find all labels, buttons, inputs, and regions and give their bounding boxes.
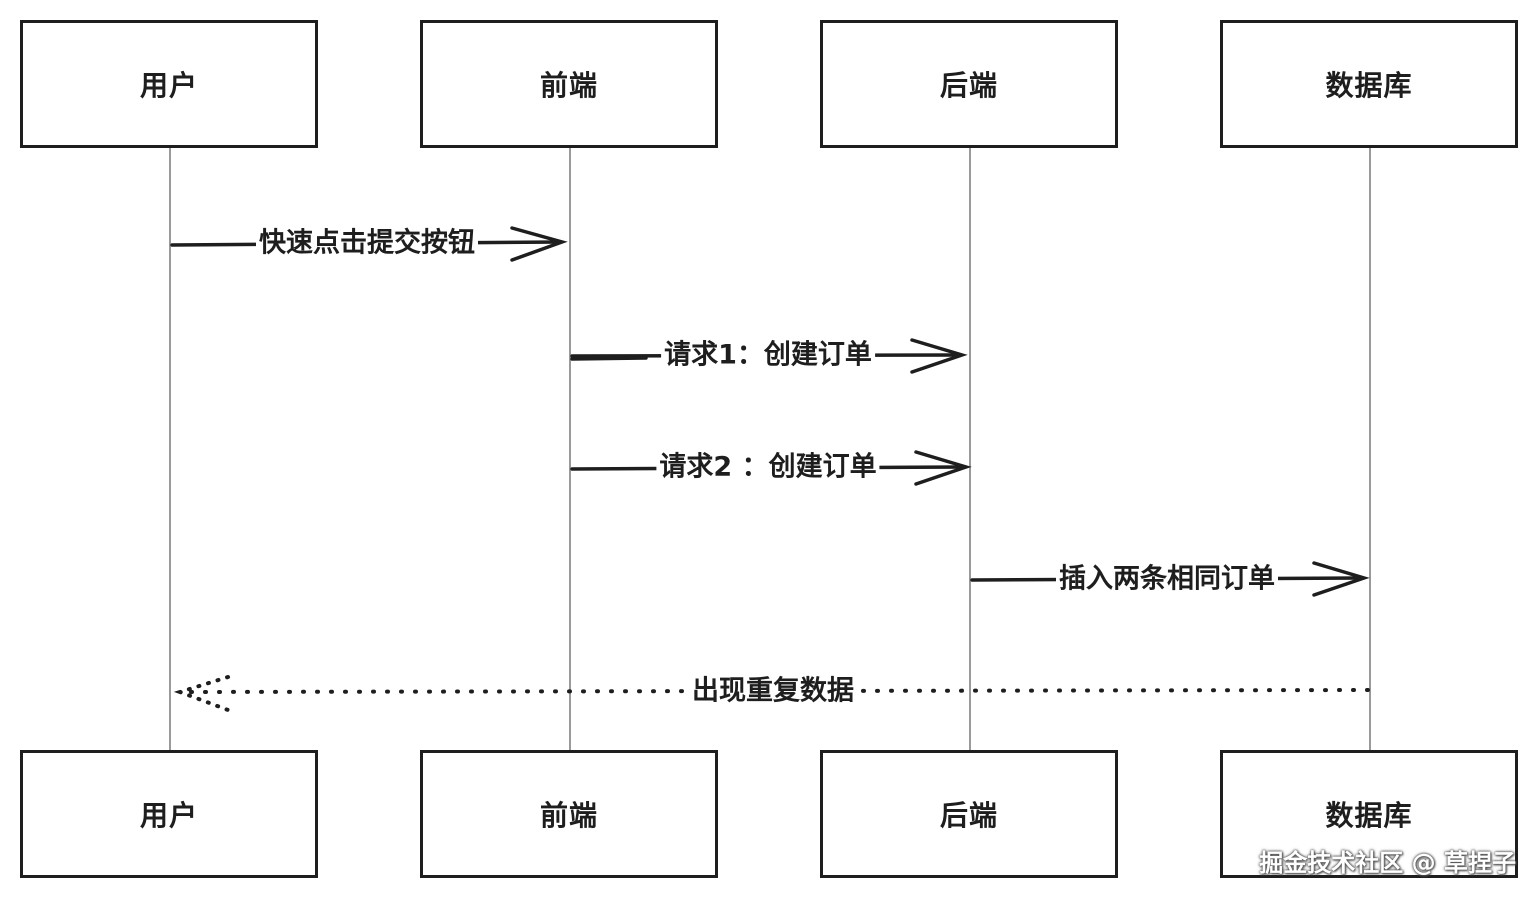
watermark: 掘金技术社区 @ 草捏子 [1259, 849, 1516, 877]
message-label-2: 请求1：创建订单 [661, 332, 875, 372]
participant-label: 数据库 [1325, 799, 1413, 832]
message-label-5: 出现重复数据 [689, 668, 857, 708]
lifeline-backend [969, 148, 971, 750]
participant-label: 用户 [139, 69, 198, 102]
message-label-1: 快速点击提交按钮 [256, 220, 478, 260]
message-label-3: 请求2 ：创建订单 [656, 444, 880, 484]
lifeline-database [1369, 148, 1371, 750]
lifeline-frontend [569, 148, 571, 750]
participant-box-frontend-bottom: 前端 [420, 750, 718, 878]
message-arrow-5 [173, 675, 1370, 712]
participant-label: 用户 [139, 799, 198, 832]
message-label-4: 插入两条相同订单 [1056, 556, 1278, 596]
participant-box-database-top: 数据库 [1220, 20, 1518, 148]
participant-box-database-bottom: 数据库 [1220, 750, 1518, 878]
lifeline-user [169, 148, 171, 750]
participant-label: 前端 [539, 69, 598, 102]
participant-box-user-bottom: 用户 [20, 750, 318, 878]
participant-box-frontend-top: 前端 [420, 20, 718, 148]
participant-box-backend-top: 后端 [820, 20, 1118, 148]
participant-label: 后端 [939, 69, 998, 102]
participant-label: 前端 [539, 799, 598, 832]
participant-label: 数据库 [1325, 69, 1413, 102]
participant-box-user-top: 用户 [20, 20, 318, 148]
participant-label: 后端 [939, 799, 998, 832]
participant-box-backend-bottom: 后端 [820, 750, 1118, 878]
